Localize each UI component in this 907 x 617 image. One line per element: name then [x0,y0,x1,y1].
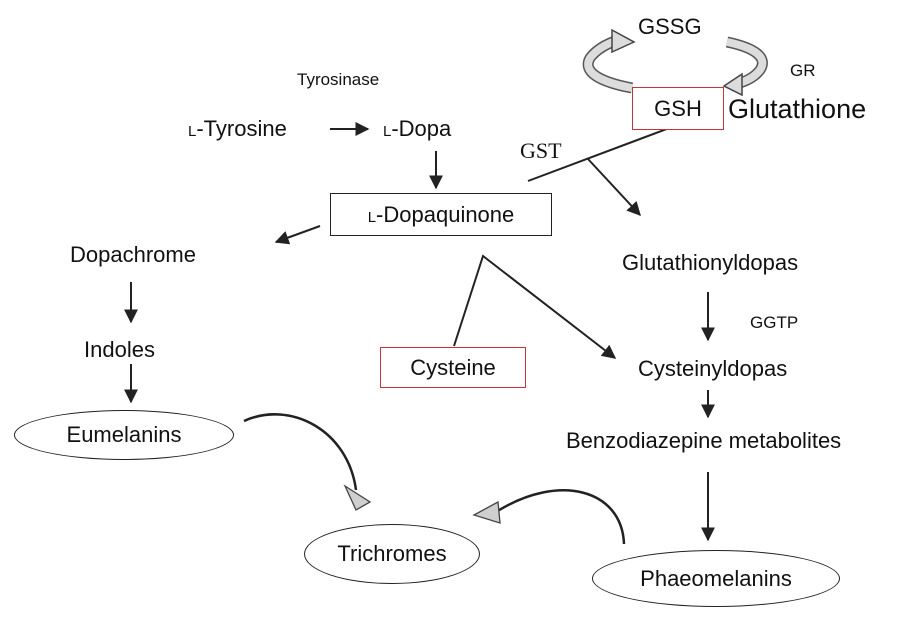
gssg-label: GSSG [638,14,702,39]
gsh-box: GSH [632,87,724,130]
indoles-label: Indoles [84,337,155,362]
arrow-dopaquinone-to-dopachrome [274,225,321,245]
trichromes-ellipse: Trichromes [304,524,480,584]
trichromes-label: Trichromes [337,541,447,566]
l-tyrosine-label: L-Tyrosine [188,116,287,141]
l-dopaquinone-label: L-Dopaquinone [367,201,515,227]
tyrosinase-label: Tyrosinase [297,70,380,89]
ggtp-label: GGTP [750,313,799,332]
eumelanins-label: Eumelanins [66,422,182,447]
eumelanins-ellipse: Eumelanins [14,410,234,460]
cysteine-label: Cysteine [410,354,496,380]
curve-phaeomelanins-to-trichromes [472,489,626,545]
left-cycle-arrow [582,28,636,94]
cysteine-branch-line [453,254,617,359]
glutathione-label: Glutathione [728,94,867,124]
phaeomelanins-label: Phaeomelanins [640,565,792,591]
dopachrome-label: Dopachrome [70,242,196,267]
gr-label: GR [790,61,816,80]
phaeomelanins-ellipse: Phaeomelanins [592,550,840,607]
benzodiazepine-label: Benzodiazepine metabolites [566,428,842,453]
l-dopaquinone-box: L-Dopaquinone [330,193,552,236]
l-dopa-label: L-Dopa [383,116,452,141]
arrow-to-glutathionyldopas [587,158,641,217]
right-cycle-arrow [722,36,768,97]
curve-eumelanins-to-trichromes [243,413,372,511]
cysteinyldopas-label: Cysteinyldopas [638,356,788,381]
gsh-label: GSH [654,95,702,121]
gsh-branch-line [527,123,681,182]
glutathionyldopas-label: Glutathionyldopas [622,250,799,275]
gst-label: GST [520,138,562,163]
cysteine-box: Cysteine [380,347,526,388]
